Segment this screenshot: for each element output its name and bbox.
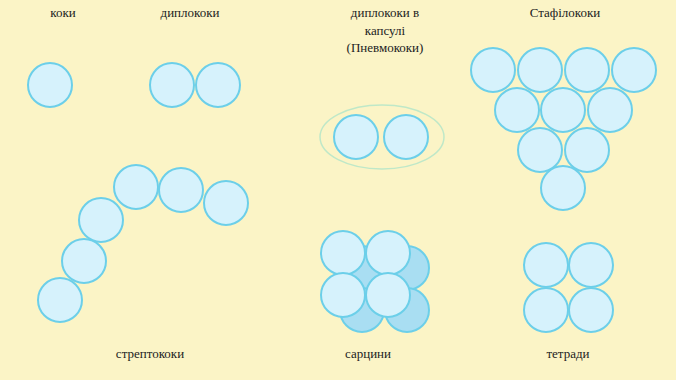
group-label: Стафілококи [475, 4, 655, 22]
group-label: стрептококи [50, 345, 250, 363]
group-label: диплококи в капсулі (Пневмококи) [337, 4, 433, 57]
group-label: диплококи [120, 4, 260, 22]
group-label: коки [3, 4, 123, 22]
group-label: тетради [488, 345, 648, 363]
group-label: сарцини [288, 345, 448, 363]
